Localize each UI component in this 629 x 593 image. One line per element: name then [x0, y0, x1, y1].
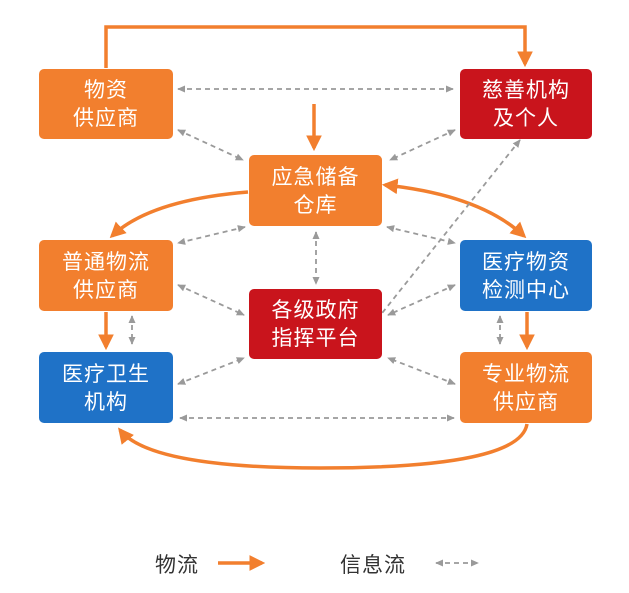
flow-warehouse-testing-center	[381, 178, 527, 239]
info-professional-logistics-government	[387, 357, 456, 385]
flow-professional-logistics-to-healthcare	[118, 423, 529, 470]
node-material-supplier-label: 物资 供应商	[73, 78, 139, 130]
info-warehouse-general-logistics	[177, 225, 246, 245]
node-charity: 慈善机构 及个人	[460, 69, 592, 139]
legend-material-flow-label: 物流	[155, 553, 199, 577]
info-general-logistics-government	[177, 284, 245, 316]
legend-information-flow-label: 信息流	[340, 553, 406, 577]
info-healthcare-government	[177, 357, 245, 385]
flow-supplier-to-charity	[104, 25, 533, 68]
info-supplier-warehouse	[177, 129, 244, 161]
node-charity-label: 慈善机构 及个人	[482, 78, 570, 130]
info-charity-warehouse	[389, 129, 456, 161]
info-warehouse-testing-center	[386, 225, 456, 245]
node-professional-logistics: 专业物流 供应商	[460, 352, 592, 423]
node-general-logistics: 普通物流 供应商	[39, 240, 173, 311]
node-material-supplier: 物资 供应商	[39, 69, 173, 139]
node-emergency-warehouse: 应急储备 仓库	[249, 155, 382, 226]
flow-warehouse-to-general-logistics	[109, 190, 249, 239]
node-testing-center-label: 医疗物资 检测中心	[482, 249, 570, 302]
node-professional-logistics-label: 专业物流 供应商	[482, 361, 570, 414]
node-emergency-warehouse-label: 应急储备 仓库	[271, 164, 360, 217]
info-testing-center-government	[387, 284, 456, 316]
node-government-platform-label: 各级政府 指挥平台	[271, 298, 360, 350]
node-healthcare: 医疗卫生 机构	[39, 352, 173, 423]
node-government-platform: 各级政府 指挥平台	[249, 289, 382, 359]
node-testing-center: 医疗物资 检测中心	[460, 240, 592, 311]
node-general-logistics-label: 普通物流 供应商	[62, 249, 150, 302]
node-healthcare-label: 医疗卫生 机构	[62, 361, 150, 414]
